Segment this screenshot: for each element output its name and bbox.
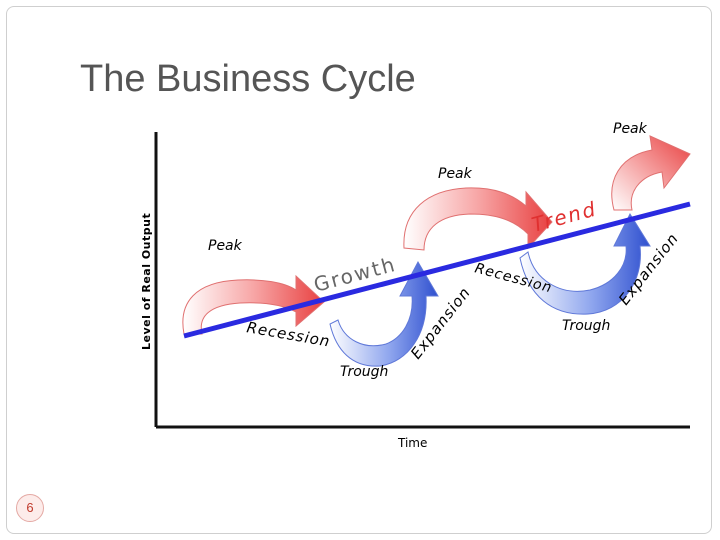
peak-arrow-3	[611, 135, 691, 211]
peak-label-3: Peak	[613, 121, 648, 137]
expansion-arrow-2	[519, 212, 651, 315]
expansion-arrow-1	[329, 260, 439, 367]
peak-arrow-2	[403, 187, 553, 251]
x-axis-label: Time	[397, 436, 427, 450]
recession-label-2: Recession	[473, 260, 554, 296]
trend-line	[183, 201, 691, 339]
peak-label-2: Peak	[438, 166, 473, 182]
recession-label-1: Recession	[245, 318, 331, 350]
page-number-badge: 6	[16, 494, 44, 522]
y-axis-label: Level of Real Output	[140, 213, 153, 350]
slide-title: The Business Cycle	[80, 58, 416, 100]
peak-arrow-1	[182, 274, 325, 335]
peak-label-1: Peak	[208, 238, 243, 254]
trough-label-2: Trough	[562, 318, 610, 334]
slide-frame	[6, 6, 712, 534]
trough-label-1: Trough	[340, 364, 388, 380]
